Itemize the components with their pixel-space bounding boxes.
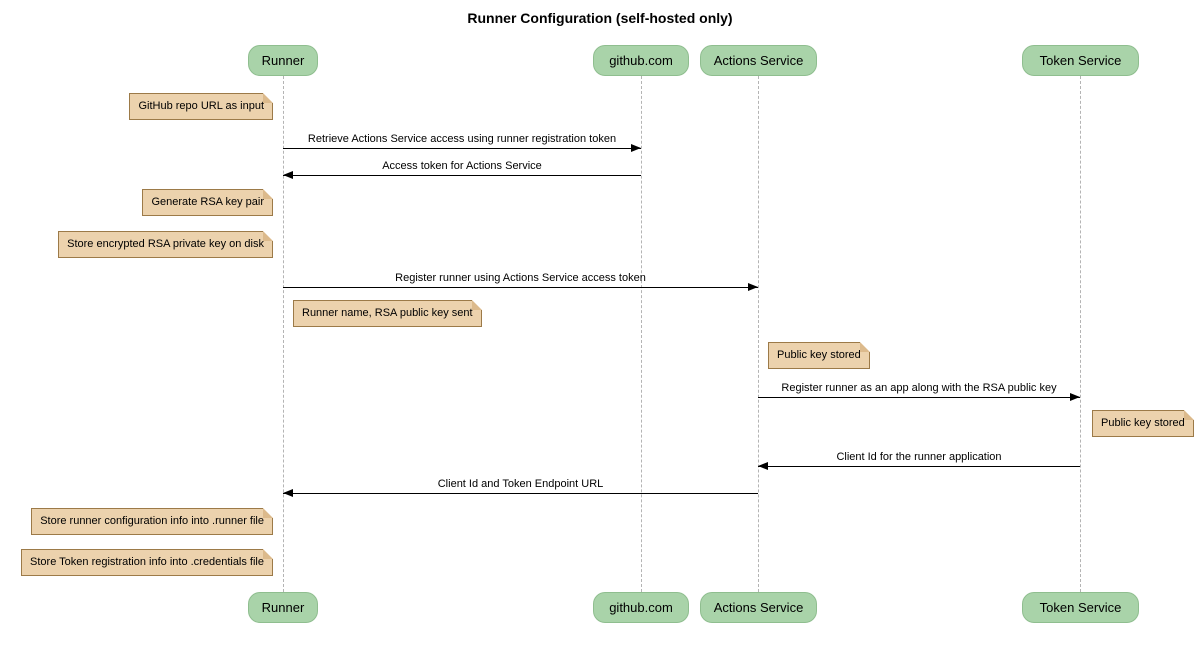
note-public-key-stored-actions: Public key stored [768,342,870,369]
message-line [283,175,641,176]
note-store-private-key: Store encrypted RSA private key on disk [58,231,273,258]
participant-actions-service-bottom: Actions Service [700,592,817,623]
message-label: Client Id for the runner application [836,451,1002,463]
arrowhead-left-icon [758,462,768,470]
diagram-title: Runner Configuration (self-hosted only) [467,10,733,26]
message-line [758,397,1080,398]
message-line [283,287,758,288]
lifeline-token-service [1080,76,1081,592]
arrowhead-right-icon [1070,393,1080,401]
message-line [283,493,758,494]
participant-github-bottom: github.com [593,592,689,623]
note-store-credentials-file: Store Token registration info into .cred… [21,549,273,576]
note-github-repo-url: GitHub repo URL as input [129,93,273,120]
lifeline-actions-service [758,76,759,592]
lifeline-github [641,76,642,592]
note-runner-name-sent: Runner name, RSA public key sent [293,300,482,327]
message-label: Access token for Actions Service [382,160,542,172]
message-label: Retrieve Actions Service access using ru… [307,133,617,145]
note-public-key-stored-token: Public key stored [1092,410,1194,437]
participant-token-service-bottom: Token Service [1022,592,1139,623]
participant-runner-top: Runner [248,45,318,76]
note-generate-rsa-keypair: Generate RSA key pair [142,189,273,216]
message-label: Client Id and Token Endpoint URL [437,478,604,490]
arrowhead-right-icon [748,283,758,291]
participant-github-top: github.com [593,45,689,76]
lifeline-runner [283,76,284,592]
message-line [758,466,1080,467]
message-line [283,148,641,149]
note-store-runner-file: Store runner configuration info into .ru… [31,508,273,535]
message-label: Register runner using Actions Service ac… [395,272,646,284]
arrowhead-left-icon [283,489,293,497]
arrowhead-left-icon [283,171,293,179]
message-label: Register runner as an app along with the… [781,382,1057,394]
arrowhead-right-icon [631,144,641,152]
participant-runner-bottom: Runner [248,592,318,623]
participant-token-service-top: Token Service [1022,45,1139,76]
participant-actions-service-top: Actions Service [700,45,817,76]
